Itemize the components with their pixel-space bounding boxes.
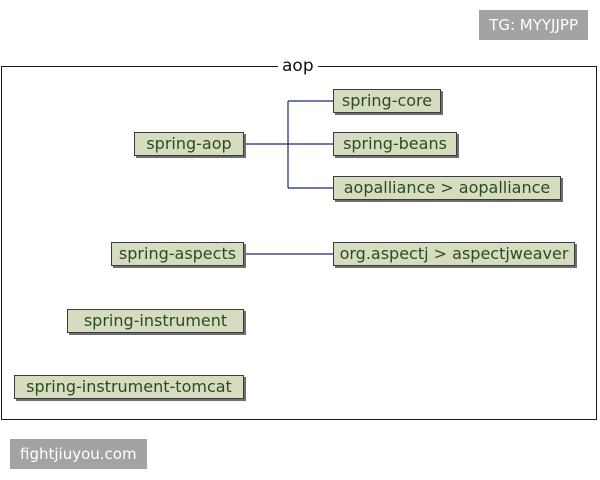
node-spring-beans[interactable]: spring-beans <box>333 132 457 156</box>
watermark-site: fightjiuyou.com <box>10 439 147 469</box>
watermark-tg: TG: MYYJJPP <box>479 10 588 40</box>
node-spring-instrument-tomcat[interactable]: spring-instrument-tomcat <box>14 375 244 399</box>
node-spring-core[interactable]: spring-core <box>333 89 441 113</box>
node-spring-aop[interactable]: spring-aop <box>134 132 244 156</box>
node-aspectjweaver[interactable]: org.aspectj > aspectjweaver <box>333 242 575 266</box>
node-aopalliance[interactable]: aopalliance > aopalliance <box>333 176 561 200</box>
node-spring-aspects[interactable]: spring-aspects <box>111 242 244 266</box>
node-spring-instrument[interactable]: spring-instrument <box>67 309 244 333</box>
diagram-title: aop <box>278 56 318 76</box>
